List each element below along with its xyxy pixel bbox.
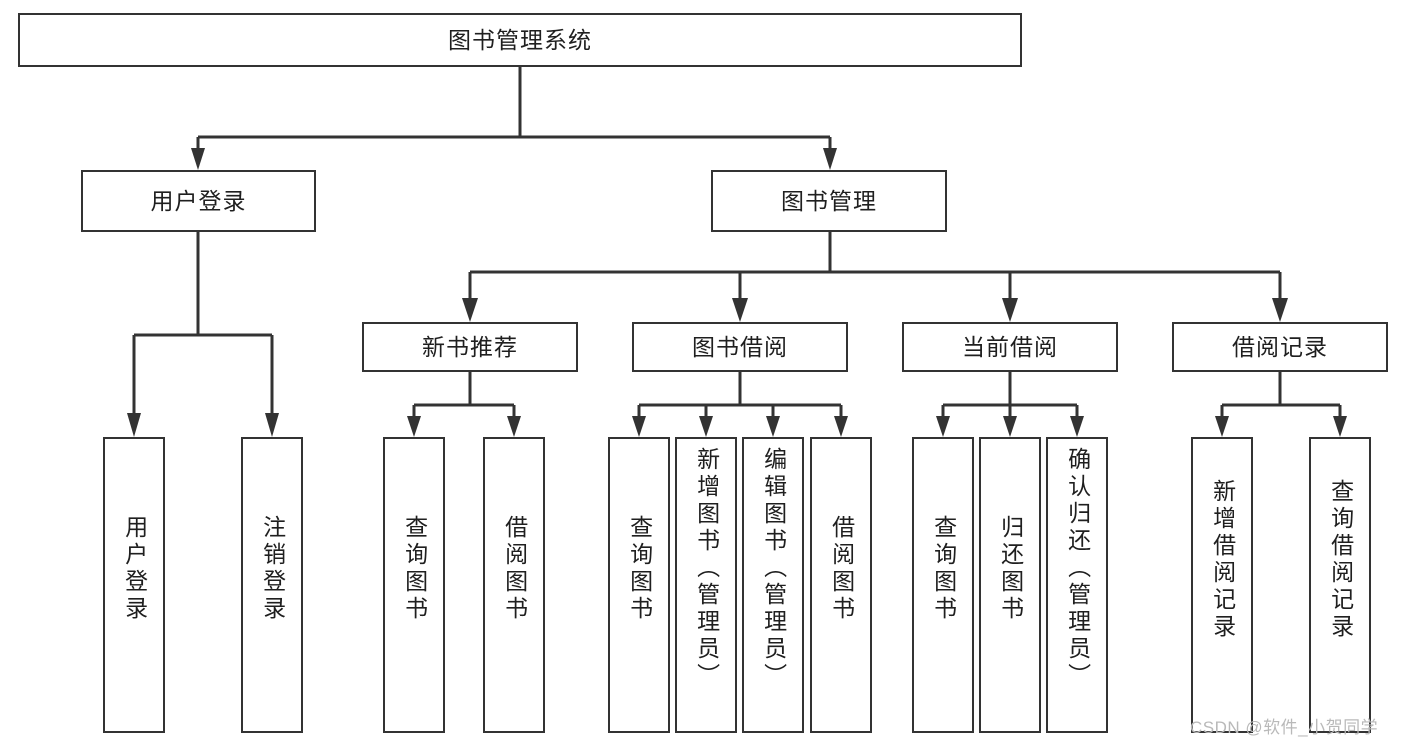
node-root[interactable]: 图书管理系统 <box>18 13 1022 67</box>
arrow-leaf-user-login <box>127 413 141 437</box>
arrow-book-borrow <box>732 298 748 322</box>
arrow-book-manage <box>823 148 837 170</box>
arrow-borrow-record <box>1272 298 1288 322</box>
arrowheads-userlogin-leaves <box>127 413 279 437</box>
arrow-bb-leaf2 <box>699 416 713 437</box>
arrowheads-bb-leaves <box>632 416 848 437</box>
node-book-borrow-label: 图书借阅 <box>692 333 788 360</box>
arrow-cb-leaf1 <box>936 416 950 437</box>
node-new-book-recommend-label: 新书推荐 <box>422 333 518 360</box>
leaf-br-add-record[interactable]: 新增借阅记录 <box>1191 437 1253 733</box>
leaf-cb-confirm-return-admin[interactable]: 确认归还（管理员） <box>1046 437 1108 733</box>
arrow-cb-leaf3 <box>1070 416 1084 437</box>
leaf-logout-label: 注销登录 <box>259 515 286 623</box>
arrow-new-book-recommend <box>462 298 478 322</box>
leaf-bb-borrow-book[interactable]: 借阅图书 <box>810 437 872 733</box>
node-user-login-label: 用户登录 <box>150 187 247 214</box>
node-book-management-label: 图书管理 <box>781 187 877 214</box>
arrowheads-level3 <box>462 298 1288 322</box>
leaf-cb-query-book[interactable]: 查询图书 <box>912 437 974 733</box>
arrow-bb-leaf3 <box>766 416 780 437</box>
watermark: CSDN @软件_小贺同学 <box>1190 718 1379 737</box>
leaf-bb-add-book-admin-label: 新增图书（管理员） <box>693 447 720 690</box>
leaf-bb-query-book[interactable]: 查询图书 <box>608 437 670 733</box>
node-current-borrow[interactable]: 当前借阅 <box>902 322 1118 372</box>
arrow-leaf-logout <box>265 413 279 437</box>
leaf-user-login-label: 用户登录 <box>121 515 148 623</box>
node-user-login[interactable]: 用户登录 <box>81 170 316 232</box>
node-borrow-record-label: 借阅记录 <box>1232 333 1328 360</box>
node-book-management[interactable]: 图书管理 <box>711 170 947 232</box>
arrow-cb-leaf2 <box>1003 416 1017 437</box>
arrow-br-leaf2 <box>1333 416 1347 437</box>
arrow-nbr-leaf2 <box>507 416 521 437</box>
arrow-bb-leaf1 <box>632 416 646 437</box>
arrow-current-borrow <box>1002 298 1018 322</box>
leaf-logout[interactable]: 注销登录 <box>241 437 303 733</box>
arrowheads-br-leaves <box>1215 416 1347 437</box>
arrow-user-login <box>191 148 205 170</box>
leaf-br-query-record[interactable]: 查询借阅记录 <box>1309 437 1371 733</box>
leaf-nbr-query-book-label: 查询图书 <box>401 515 428 623</box>
arrowheads-level2 <box>191 148 837 170</box>
leaf-cb-return-book-label: 归还图书 <box>997 515 1024 623</box>
leaf-nbr-query-book[interactable]: 查询图书 <box>383 437 445 733</box>
leaf-bb-query-book-label: 查询图书 <box>626 515 653 623</box>
leaf-bb-edit-book-admin-label: 编辑图书（管理员） <box>760 447 787 690</box>
leaf-bb-edit-book-admin[interactable]: 编辑图书（管理员） <box>742 437 804 733</box>
leaf-br-add-record-label: 新增借阅记录 <box>1209 479 1236 641</box>
node-current-borrow-label: 当前借阅 <box>962 333 1058 360</box>
leaf-br-query-record-label: 查询借阅记录 <box>1327 479 1354 641</box>
leaf-bb-add-book-admin[interactable]: 新增图书（管理员） <box>675 437 737 733</box>
leaf-user-login[interactable]: 用户登录 <box>103 437 165 733</box>
node-borrow-record[interactable]: 借阅记录 <box>1172 322 1388 372</box>
node-new-book-recommend[interactable]: 新书推荐 <box>362 322 578 372</box>
arrow-nbr-leaf1 <box>407 416 421 437</box>
arrowheads-cb-leaves <box>936 416 1084 437</box>
arrowheads-nbr-leaves <box>407 416 521 437</box>
leaf-cb-confirm-return-admin-label: 确认归还（管理员） <box>1064 447 1091 690</box>
leaf-bb-borrow-book-label: 借阅图书 <box>828 515 855 623</box>
arrow-bb-leaf4 <box>834 416 848 437</box>
leaf-nbr-borrow-book-label: 借阅图书 <box>501 515 528 623</box>
leaf-cb-query-book-label: 查询图书 <box>930 515 957 623</box>
node-book-borrow[interactable]: 图书借阅 <box>632 322 848 372</box>
arrow-br-leaf1 <box>1215 416 1229 437</box>
node-root-label: 图书管理系统 <box>448 26 592 53</box>
leaf-cb-return-book[interactable]: 归还图书 <box>979 437 1041 733</box>
leaf-nbr-borrow-book[interactable]: 借阅图书 <box>483 437 545 733</box>
